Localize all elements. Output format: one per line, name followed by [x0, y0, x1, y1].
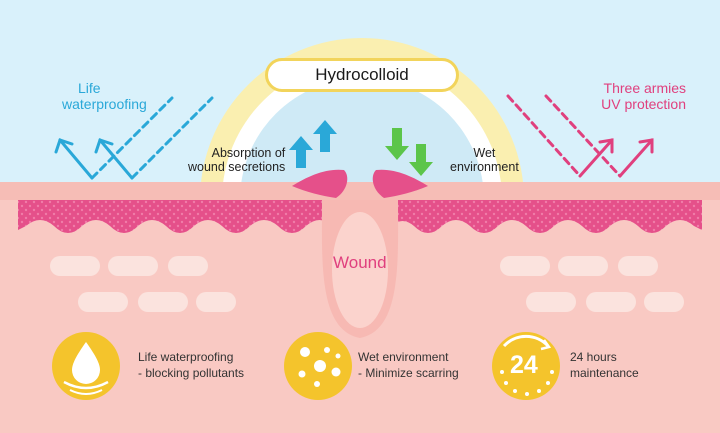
- pink-deflection-arrows: [506, 94, 654, 178]
- label-line: environment: [450, 160, 519, 175]
- skin-cells-left: [50, 256, 236, 312]
- label-line: Life: [78, 80, 101, 96]
- absorption-up-arrows: [289, 120, 337, 168]
- wet-down-arrows: [385, 128, 433, 176]
- wound-edge-right: [372, 169, 428, 198]
- life-waterproofing-label: Life waterproofing: [62, 80, 147, 112]
- feature-text-waterproofing: Life waterproofing - blocking pollutants: [138, 349, 244, 381]
- feature-line: - Minimize scarring: [358, 366, 459, 381]
- feature-line: Wet environment: [358, 350, 449, 364]
- label-line: waterproofing: [62, 96, 147, 113]
- clock-24-icon: [492, 332, 560, 400]
- label-line: Wet: [473, 146, 496, 160]
- label-line: wound secretions: [188, 160, 286, 175]
- wet-environment-label: Wet environment: [450, 146, 519, 175]
- feature-line: 24 hours: [570, 350, 617, 364]
- epidermis-band-left: [18, 200, 332, 233]
- wound-edge-left: [292, 169, 348, 198]
- badge-24-number: 24: [510, 351, 538, 379]
- feature-text-24-hours: 24 hours maintenance: [570, 349, 639, 381]
- feature-line: Life waterproofing: [138, 350, 234, 364]
- wound-inner: [332, 212, 388, 328]
- skin-surface: [0, 182, 720, 200]
- absorption-label: Absorption of wound secretions: [188, 146, 285, 175]
- label-line: Absorption of: [211, 146, 286, 160]
- water-drop-icon: [52, 332, 120, 400]
- skin-cells-right: [500, 256, 684, 312]
- feature-line: - blocking pollutants: [138, 366, 245, 381]
- bubbles-icon: [284, 332, 352, 400]
- epidermis-band-right: [392, 200, 702, 233]
- uv-protection-label: Three armies UV protection: [601, 80, 686, 112]
- wound-label: Wound: [333, 253, 387, 272]
- label-line: UV protection: [601, 96, 686, 113]
- label-line: Three armies: [603, 80, 686, 96]
- feature-text-wet-environment: Wet environment - Minimize scarring: [358, 349, 459, 381]
- hydrocolloid-title: Hydrocolloid: [265, 58, 459, 92]
- feature-line: maintenance: [570, 366, 639, 381]
- blue-deflection-arrows: [54, 96, 214, 180]
